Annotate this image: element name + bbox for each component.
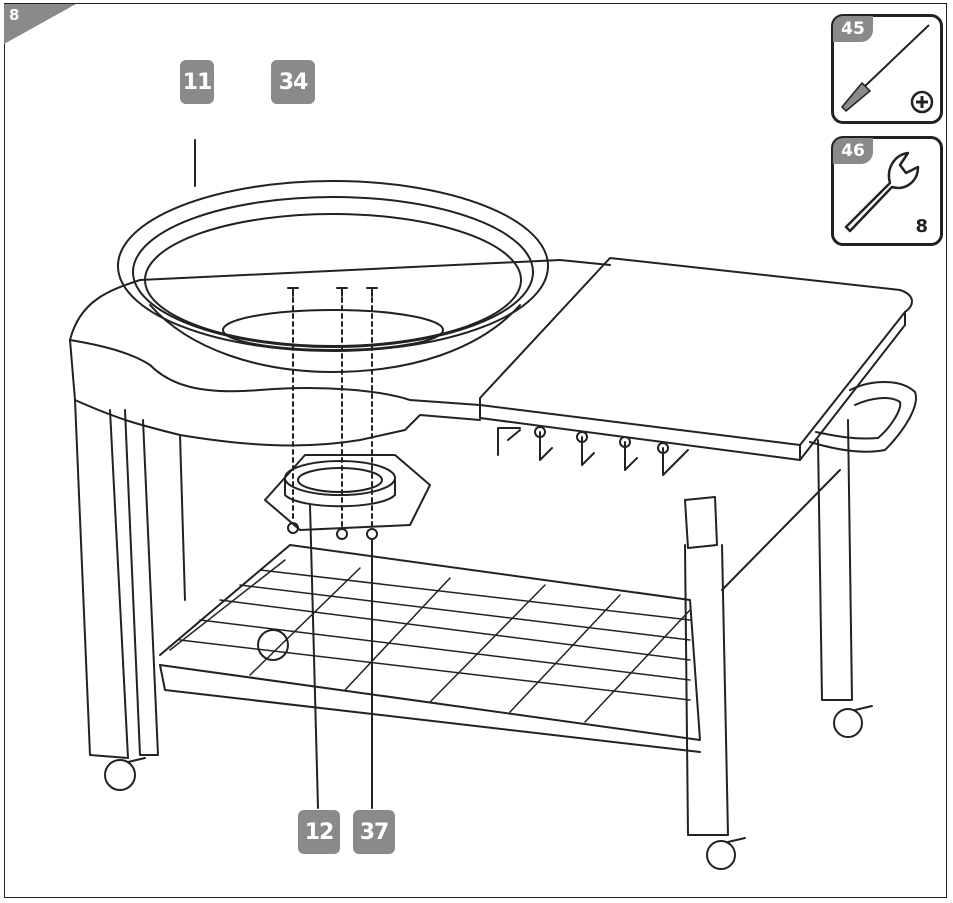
nut-37-b [336,528,348,540]
side-shelf-top [479,257,913,446]
ash-ring-body [284,477,396,508]
back-left-leg [179,434,186,601]
tool-number-46: 46 [833,138,873,164]
bottle-opener [684,496,718,549]
mounting-plate [264,454,431,531]
front-left-leg-side [124,409,159,756]
step-number: 8 [9,6,20,24]
nut-37-a [287,522,299,534]
bowl-rim-outer [117,180,549,352]
side-handle [809,381,917,453]
back-right-leg [817,419,853,701]
ash-ring-top [284,460,396,496]
casters [104,705,873,870]
lower-grate [169,559,691,723]
page-frame [4,3,947,898]
bowl-bottom [222,309,444,351]
table-front-edge [69,339,481,447]
part-label-37: 37 [353,810,395,854]
phillips-screwdriver-icon [840,24,934,114]
screws-34 [287,287,378,297]
lower-shelf-frame [159,544,701,741]
wrench-size: 8 [915,216,928,237]
side-handle-inner [815,397,902,440]
utensil-hooks [497,426,689,476]
front-left-leg [74,399,129,759]
side-shelf-edge [479,404,801,461]
part-label-11: 11 [180,60,214,104]
side-rail [721,469,841,591]
bowl-body [149,304,521,373]
step-number-badge: 8 [0,0,76,46]
shelf-clip [257,629,289,661]
wrench-icon [844,151,920,233]
table-top-front [69,339,481,406]
part-label-34: 34 [271,60,315,104]
table-top-back-edge [69,259,611,341]
part-label-12: 12 [298,810,340,854]
tool-screwdriver-box: 45 [831,14,943,124]
nut-37-c [366,528,378,540]
tool-number-45: 45 [833,16,873,42]
front-right-leg [684,544,729,836]
side-shelf-side [799,311,906,461]
tool-wrench-box: 46 8 [831,136,943,246]
lower-shelf-front [159,664,701,753]
